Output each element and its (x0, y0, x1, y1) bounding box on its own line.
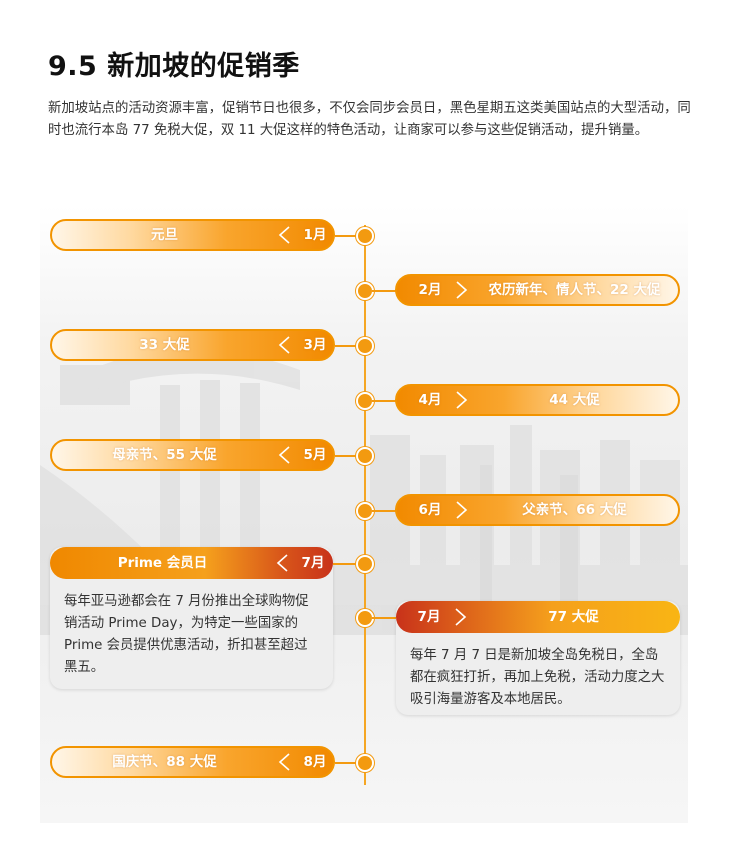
pill-label: 国庆节、88 大促 (112, 754, 217, 770)
timeline-dot-jan (356, 227, 374, 245)
card-77-sale: 7月 77 大促 每年 7 月 7 日是新加坡全岛免税日，全岛都在疯狂打折，再加… (396, 601, 680, 715)
timeline-pill-may: 母亲节、55 大促 5月 (50, 439, 335, 471)
pill-month: 6月 (418, 502, 442, 518)
timeline-pill-aug: 国庆节、88 大促 8月 (50, 746, 335, 778)
pill-month: 2月 (418, 282, 442, 298)
timeline-pill-apr: 4月 44 大促 (395, 384, 680, 416)
connector (372, 617, 396, 619)
chevron-left-icon (278, 446, 290, 464)
card-month: 7月 (301, 555, 325, 571)
timeline-dot-jul-prime (356, 555, 374, 573)
chevron-left-icon (278, 336, 290, 354)
pill-month: 4月 (418, 392, 442, 408)
timeline-dot-aug (356, 754, 374, 772)
pill-label: 母亲节、55 大促 (112, 447, 217, 463)
card-description: 每年亚马逊都会在 7 月份推出全球购物促销活动 Prime Day，为特定一些国… (64, 594, 309, 675)
card-prime-day: Prime 会员日 7月 每年亚马逊都会在 7 月份推出全球购物促销活动 Pri… (50, 547, 333, 689)
connector (335, 345, 359, 347)
connector (335, 455, 359, 457)
pill-month: 8月 (303, 754, 327, 770)
page-title: 9.5 新加坡的促销季 (48, 51, 300, 82)
timeline-dot-mar (356, 337, 374, 355)
connector (335, 762, 359, 764)
pill-label: 44 大促 (549, 392, 600, 408)
card-description: 每年 7 月 7 日是新加坡全岛免税日，全岛都在疯狂打折，再加上免税，活动力度之… (410, 648, 665, 707)
connector (372, 510, 396, 512)
chevron-right-icon (456, 501, 468, 519)
pill-label: 33 大促 (139, 337, 190, 353)
intro-paragraph: 新加坡站点的活动资源丰富，促销节日也很多，不仅会同步会员日，黑色星期五这类美国站… (48, 101, 691, 138)
timeline-dot-may (356, 447, 374, 465)
pill-month: 5月 (303, 447, 327, 463)
timeline-pill-jan: 元旦 1月 (50, 219, 335, 251)
card-header: 7月 77 大促 (396, 601, 680, 633)
connector (372, 290, 396, 292)
card-header: Prime 会员日 7月 (50, 547, 333, 579)
pill-label: 父亲节、66 大促 (522, 502, 627, 518)
chevron-left-icon (276, 554, 288, 572)
chevron-left-icon (278, 753, 290, 771)
chevron-right-icon (455, 608, 467, 626)
connector (335, 235, 359, 237)
timeline-pill-jun: 6月 父亲节、66 大促 (395, 494, 680, 526)
pill-month: 3月 (303, 337, 327, 353)
chevron-right-icon (456, 391, 468, 409)
connector (372, 400, 396, 402)
timeline-pill-mar: 33 大促 3月 (50, 329, 335, 361)
card-title: Prime 会员日 (117, 555, 208, 571)
connector (333, 563, 359, 565)
timeline-pill-feb: 2月 农历新年、情人节、22 大促 (395, 274, 680, 306)
pill-label: 农历新年、情人节、22 大促 (488, 282, 661, 298)
chevron-left-icon (278, 226, 290, 244)
pill-month: 1月 (303, 227, 327, 243)
card-month: 7月 (417, 609, 441, 625)
pill-label: 元旦 (151, 227, 178, 243)
card-title: 77 大促 (548, 609, 599, 625)
chevron-right-icon (456, 281, 468, 299)
